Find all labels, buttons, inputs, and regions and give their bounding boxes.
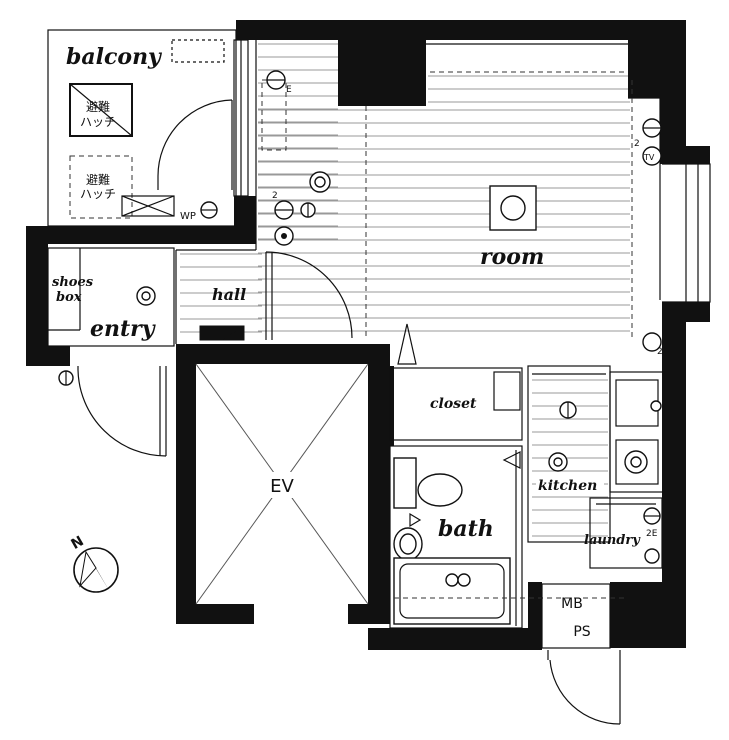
hatch-2-label-line1: 避難 [86, 172, 110, 187]
hall-area: hall [175, 249, 353, 344]
stove-icon [615, 439, 659, 485]
entry-label: entry [90, 316, 157, 342]
hatch-2-label-line2: ハッチ [80, 187, 116, 201]
bath-label: bath [438, 516, 494, 542]
switch-count-label: 2 [272, 191, 278, 201]
walls [26, 20, 710, 650]
room-label: room [480, 244, 544, 270]
laundry-drain-icon [644, 548, 660, 564]
balcony-label: balcony [66, 44, 163, 70]
faucet-icon [650, 400, 662, 412]
laundry-outlet-count: 2E [646, 529, 658, 539]
hatch-1-label-line1: 避難 [86, 99, 110, 114]
laundry-label: laundry [584, 533, 641, 548]
kitchen-area: kitchen [527, 365, 665, 543]
entry-area: shoes box entry [47, 247, 175, 457]
bathtub-icon [393, 557, 511, 625]
outlet-count-label: 2 [657, 347, 663, 357]
main-room: room E 2 TV 2 2 [255, 40, 711, 365]
hall-door-swing [265, 251, 353, 339]
utility-space: MB PS [541, 583, 621, 725]
entry-door-swing [77, 369, 167, 457]
elevator-label: EV [270, 476, 294, 497]
toilet-tank-icon [393, 457, 417, 509]
shoes-box-label-line2: box [56, 290, 82, 305]
bath-area: bath [389, 445, 626, 629]
closet-area: closet [389, 367, 523, 441]
north-label: N [69, 533, 87, 553]
meter-box-label: MB [561, 596, 583, 612]
escape-hatch-2 [69, 155, 133, 219]
outlet-count-label: 2 [634, 139, 640, 149]
toilet-icon [417, 473, 463, 507]
e-symbol: E [286, 85, 292, 95]
wall-outlet-icon [642, 332, 662, 352]
laundry-area: laundry 2E [584, 497, 663, 569]
wp-label: WP [180, 211, 196, 222]
kitchen-label: kitchen [538, 478, 597, 494]
hall-label: hall [212, 285, 246, 304]
stair-arrow-icon [397, 323, 417, 365]
pipe-space-label: PS [573, 624, 590, 640]
tv-outlet-icon [642, 146, 662, 166]
escape-hatch-1 [69, 83, 133, 137]
balcony-area: balcony 避難 ハッチ 避難 ハッチ WP [47, 29, 249, 227]
shoes-box-label-line1: shoes [52, 275, 94, 290]
balcony-door-swing [157, 99, 233, 177]
tv-label: TV [643, 153, 655, 162]
room-floor-hatching [180, 43, 630, 537]
hatch-1-label-line2: ハッチ [80, 115, 116, 129]
elevator-shaft: EV [195, 363, 369, 605]
utility-door-swing [549, 659, 621, 725]
north-arrow: N [69, 533, 119, 593]
closet-label: closet [430, 396, 477, 412]
